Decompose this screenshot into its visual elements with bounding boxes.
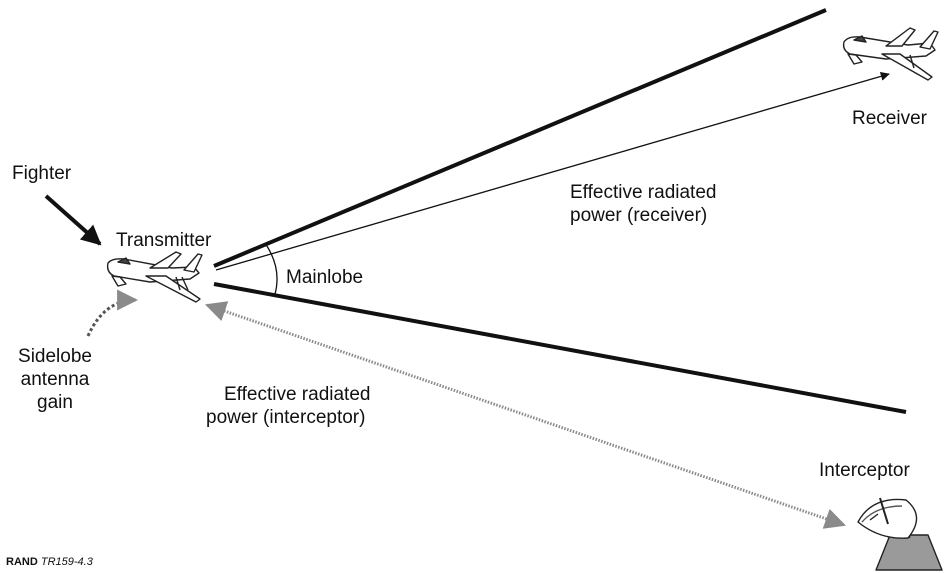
sidelobe-label-line-1: Sidelobe: [18, 346, 92, 367]
transmitter-label: Transmitter: [116, 230, 212, 251]
sidelobe-arrow: [86, 289, 139, 337]
mainlobe-label: Mainlobe: [286, 267, 364, 288]
receiver-label: Receiver: [852, 108, 927, 129]
radar-dish-icon: [857, 497, 943, 571]
interceptor-power-arrow: [205, 301, 846, 529]
aircraft-icon: [842, 27, 939, 81]
aircraft-icon: [106, 251, 203, 303]
fighter-label: Fighter: [12, 163, 72, 184]
sidelobe-label-line-3: gain: [37, 392, 73, 413]
erp-interceptor-line-2: power (interceptor): [206, 407, 366, 428]
beam-upper-line: [213, 8, 827, 268]
sidelobe-label-line-2: antenna: [20, 369, 90, 390]
erp-interceptor-line-1: Effective radiated: [224, 384, 371, 405]
credit-id: TR159-4.3: [40, 556, 93, 568]
erp-interceptor-label: Effective radiated power (interceptor): [206, 383, 370, 429]
figure-credit: RAND TR159-4.3: [6, 556, 93, 569]
credit-org: RAND: [6, 556, 38, 568]
fighter-arrow: [44, 194, 102, 246]
mainlobe-arc: [264, 242, 278, 295]
erp-receiver-line-1: Effective radiated: [570, 182, 717, 203]
sidelobe-label: Sidelobe antenna gain: [6, 345, 104, 414]
receiver-power-arrow: [215, 71, 890, 271]
interceptor-label: Interceptor: [819, 460, 910, 481]
erp-receiver-label: Effective radiated power (receiver): [570, 181, 716, 227]
erp-receiver-line-2: power (receiver): [570, 205, 708, 226]
